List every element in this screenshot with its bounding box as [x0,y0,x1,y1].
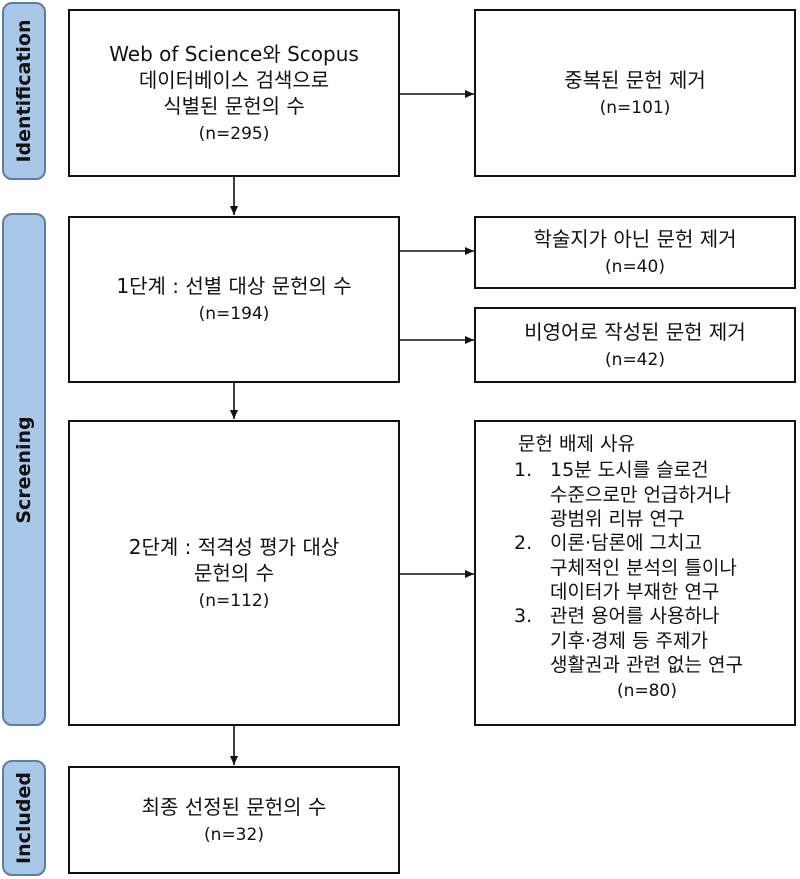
stage1-label: 1단계 : 선별 대상 문헌의 수 [116,274,352,299]
exclusion-reason-number: 3. [514,605,533,628]
stage2-eligibility-box: 2단계 : 적격성 평가 대상 문헌의 수 (n=112) [68,420,400,726]
duplicates-removed-label: 중복된 문헌 제거 [564,67,706,92]
exclusion-reason-line: 광범위 리뷰 연구 [550,507,685,530]
exclusion-reason-line: 15분 도시를 슬로건 [550,459,709,482]
exclusion-reasons-box: 문헌 배제 사유 1. 15분 도시를 슬로건 수준으로만 언급하거나 광범위 … [474,420,796,726]
identification-line-2: 데이터베이스 검색으로 [138,67,330,92]
phase-screening: Screening [2,213,46,726]
stage2-count: (n=112) [198,590,270,611]
exclusion-reason-line: 구체적인 분석의 틀이나 [550,556,737,579]
non-journal-excluded-box: 학술지가 아닌 문헌 제거 (n=40) [474,216,796,289]
identification-line-1: Web of Science와 Scopus [109,41,359,66]
identification-box: Web of Science와 Scopus 데이터베이스 검색으로 식별된 문… [68,9,400,177]
final-included-box: 최종 선정된 문헌의 수 (n=32) [68,766,400,874]
non-journal-label: 학술지가 아닌 문헌 제거 [533,227,737,252]
phase-identification: Identification [2,2,46,180]
stage1-screening-box: 1단계 : 선별 대상 문헌의 수 (n=194) [68,216,400,383]
stage1-count: (n=194) [198,304,270,325]
exclusion-reason-item: 2. 이론·담론에 그치고 구체적인 분석의 틀이나 데이터가 부재한 연구 [514,531,780,604]
exclusion-reason-line: 데이터가 부재한 연구 [550,580,720,603]
non-english-excluded-box: 비영어로 작성된 문헌 제거 (n=42) [474,307,796,383]
identification-count: (n=295) [198,123,270,144]
exclusion-reason-number: 1. [514,459,533,482]
exclusion-reason-item: 3. 관련 용어를 사용하나 기후·경제 등 주제가 생활권과 관련 없는 연구 [514,604,780,677]
phase-included: Included [2,760,46,876]
final-included-label: 최종 선정된 문헌의 수 [141,794,327,819]
exclusion-reason-line: 이론·담론에 그치고 [550,532,702,555]
exclusion-reason-number: 2. [514,532,533,555]
non-english-label: 비영어로 작성된 문헌 제거 [524,319,746,344]
duplicates-removed-count: (n=101) [599,97,671,118]
final-included-count: (n=32) [204,824,264,845]
exclusion-reason-line: 생활권과 관련 없는 연구 [550,653,743,676]
exclusion-reason-item: 1. 15분 도시를 슬로건 수준으로만 언급하거나 광범위 리뷰 연구 [514,458,780,531]
exclusion-reasons-list: 1. 15분 도시를 슬로건 수준으로만 언급하거나 광범위 리뷰 연구 2. … [514,458,780,677]
stage2-line-1: 2단계 : 적격성 평가 대상 [128,534,340,559]
duplicates-removed-box: 중복된 문헌 제거 (n=101) [474,9,796,177]
exclusion-reason-line: 수준으로만 언급하거나 [550,483,731,506]
stage2-line-2: 문헌의 수 [194,560,274,585]
exclusion-reasons-title: 문헌 배제 사유 [518,433,635,455]
identification-line-3: 식별된 문헌의 수 [163,93,305,118]
exclusion-reason-line: 기후·경제 등 주제가 [550,629,708,652]
exclusion-reason-line: 관련 용어를 사용하나 [550,605,720,628]
non-english-count: (n=42) [605,349,665,370]
exclusion-reasons-count: (n=80) [617,681,677,702]
non-journal-count: (n=40) [605,257,665,278]
